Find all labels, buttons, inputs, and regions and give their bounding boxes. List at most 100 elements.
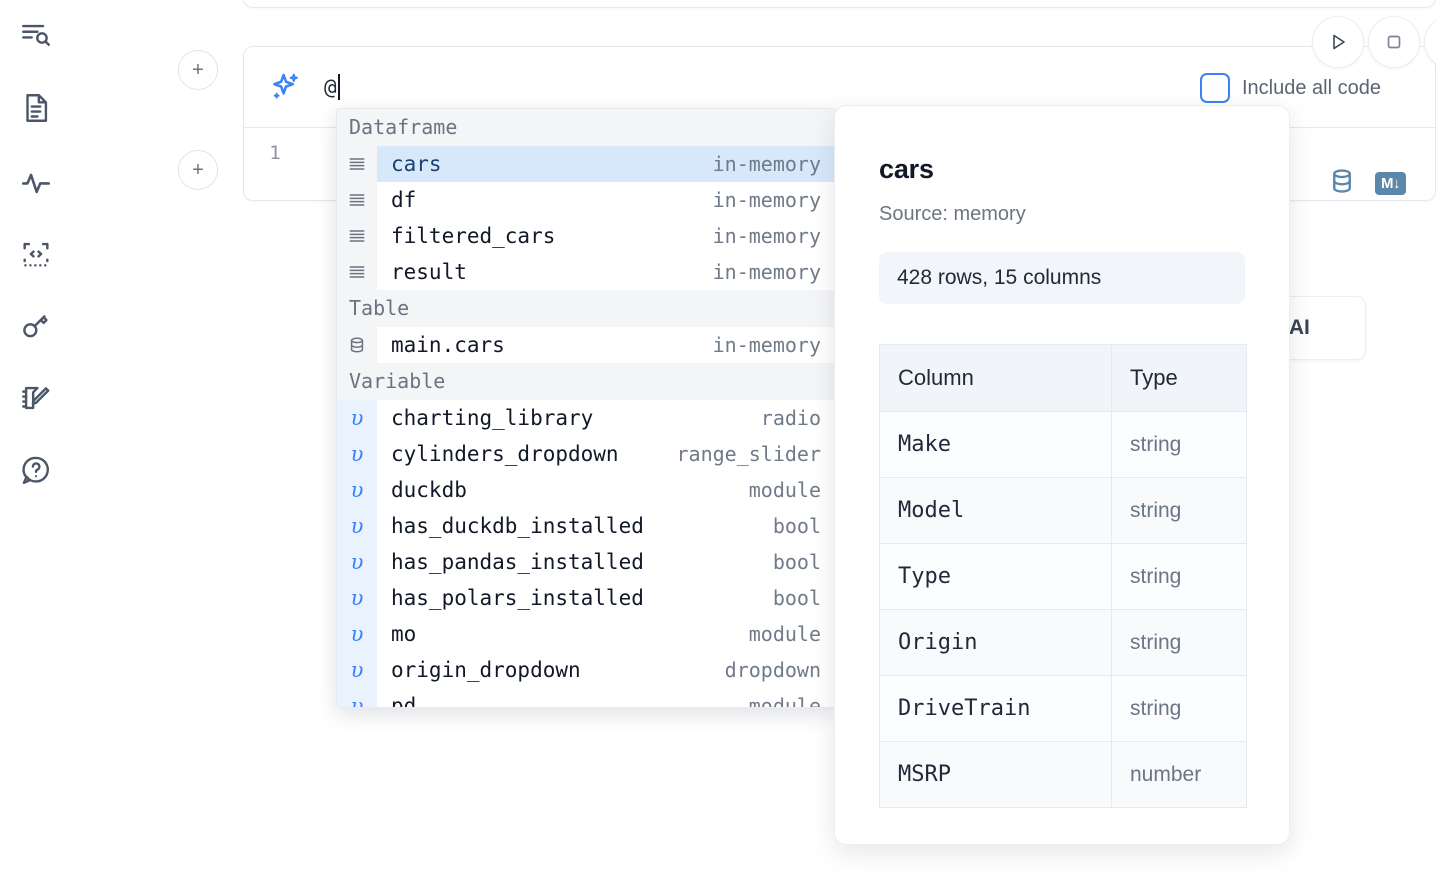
variable-icon: υ (337, 508, 377, 544)
key-icon[interactable] (14, 304, 58, 348)
add-cell-below-button[interactable]: + (178, 150, 218, 190)
schema-column-name: DriveTrain (879, 675, 1112, 742)
run-button[interactable] (1312, 16, 1364, 68)
autocomplete-item-name: has_pandas_installed (391, 550, 644, 574)
autocomplete-item-type: in-memory (712, 333, 821, 357)
dataframe-icon (337, 182, 377, 218)
autocomplete-item-name: result (391, 260, 467, 284)
include-all-code-checkbox[interactable] (1200, 73, 1230, 103)
autocomplete-group-header: Variable (337, 363, 835, 400)
autocomplete-item-type: in-memory (712, 188, 821, 212)
autocomplete-item-type: bool (772, 514, 821, 538)
info-panel-shape: 428 rows, 15 columns (879, 252, 1245, 304)
autocomplete-item-name: cylinders_dropdown (391, 442, 619, 466)
scratchpad-edit-icon[interactable] (14, 376, 58, 420)
autocomplete-item-name: filtered_cars (391, 224, 556, 248)
info-panel-source: Source: memory (879, 203, 1026, 225)
dataframe-icon (337, 254, 377, 290)
search-outline-icon[interactable] (14, 14, 58, 58)
add-cell-above-button[interactable]: + (178, 50, 218, 90)
ai-prompt-row: @ (244, 47, 1435, 127)
autocomplete-item[interactable]: df in-memory (337, 182, 835, 218)
autocomplete-item-type: dropdown (724, 658, 821, 682)
stop-button[interactable] (1368, 16, 1420, 68)
schema-column-type: number (1111, 741, 1247, 808)
schema-column-name: MSRP (879, 741, 1112, 808)
cell-divider-right (1173, 127, 1435, 128)
variable-icon: υ (337, 580, 377, 616)
autocomplete-item-type: radio (760, 406, 821, 430)
line-number: 1 (269, 142, 281, 164)
schema-column-name: Origin (879, 609, 1112, 676)
file-text-icon[interactable] (14, 86, 58, 130)
autocomplete-item-type: module (748, 622, 821, 646)
autocomplete-item-name: charting_library (391, 406, 594, 430)
autocomplete-item-type: in-memory (712, 152, 821, 176)
left-icon-rail (0, 0, 72, 874)
sparkle-icon (264, 66, 306, 108)
ai-prompt-value: @ (324, 75, 337, 99)
schema-type-header: Type (1111, 344, 1247, 412)
code-editor-row[interactable]: 1 (244, 128, 1435, 200)
autocomplete-item-name: cars (391, 152, 442, 176)
autocomplete-item[interactable]: result in-memory (337, 254, 835, 290)
help-chat-icon[interactable] (14, 448, 58, 492)
markdown-icon[interactable]: M↓ (1375, 172, 1406, 195)
autocomplete-item-type: module (748, 694, 821, 708)
info-panel-title: cars (879, 154, 934, 184)
schema-column-name: Model (879, 477, 1112, 544)
autocomplete-group-header: Table (337, 290, 835, 327)
autocomplete-item-type: in-memory (712, 260, 821, 284)
text-caret (337, 74, 340, 100)
autocomplete-item-name: df (391, 188, 417, 212)
schema-column-name: Make (879, 411, 1112, 478)
code-snippet-icon[interactable] (14, 232, 58, 276)
schema-column-type: string (1111, 411, 1247, 478)
ai-prompt-input[interactable]: @ (306, 66, 1435, 108)
dataframe-icon (337, 218, 377, 254)
variable-icon: υ (337, 688, 377, 707)
variable-icon: υ (337, 652, 377, 688)
autocomplete-item[interactable]: filtered_cars in-memory (337, 218, 835, 254)
autocomplete-item-type: bool (772, 586, 821, 610)
autocomplete-group-header: Dataframe (337, 109, 835, 146)
schema-table-header-row: Column Type (879, 344, 1247, 412)
autocomplete-item-type: range_slider (676, 442, 822, 466)
autocomplete-item-type: in-memory (712, 224, 821, 248)
cell-output-icons: M↓ (1327, 166, 1406, 201)
schema-column-type: string (1111, 675, 1247, 742)
schema-column-type: string (1111, 543, 1247, 610)
schema-column-header: Column (879, 344, 1112, 412)
autocomplete-item-type: module (748, 478, 821, 502)
activity-pulse-icon[interactable] (14, 160, 58, 204)
autocomplete-item[interactable]: υ origin_dropdown dropdown (337, 652, 835, 688)
include-all-code-control[interactable]: Include all code (1200, 73, 1381, 103)
variable-icon: υ (337, 544, 377, 580)
autocomplete-item-name: mo (391, 622, 417, 646)
database-icon[interactable] (1327, 166, 1357, 201)
schema-column-type: string (1111, 609, 1247, 676)
table-db-icon (337, 327, 377, 363)
autocomplete-item[interactable]: cars in-memory (337, 146, 835, 182)
previous-cell-card (243, 0, 1436, 8)
autocomplete-item-name: origin_dropdown (391, 658, 581, 682)
include-all-code-label: Include all code (1242, 76, 1381, 99)
variable-icon: υ (337, 472, 377, 508)
